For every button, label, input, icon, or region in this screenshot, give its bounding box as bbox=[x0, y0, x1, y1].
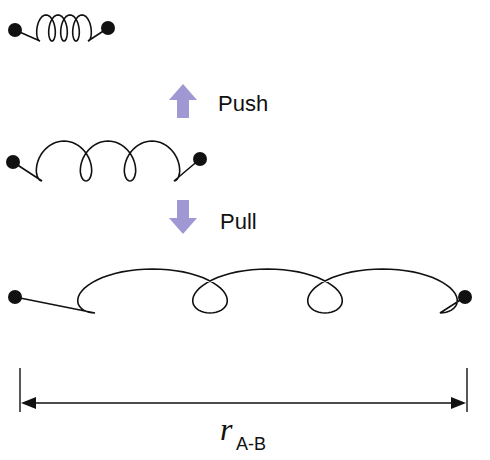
dimension-tick bbox=[466, 368, 467, 412]
atom-dot bbox=[458, 290, 472, 304]
atom-dot bbox=[8, 290, 22, 304]
dimension-arrowhead bbox=[451, 397, 466, 409]
dimension-line bbox=[30, 402, 457, 403]
spring-coil bbox=[13, 141, 200, 181]
atom-dot bbox=[193, 152, 207, 166]
distance-subscript: A-B bbox=[236, 434, 266, 455]
atom-dot bbox=[6, 155, 20, 169]
distance-symbol: r bbox=[220, 411, 232, 448]
atom-dot bbox=[8, 23, 22, 37]
dimension-tick bbox=[19, 368, 20, 412]
pull-arrow bbox=[169, 200, 197, 234]
dimension-arrowhead bbox=[21, 397, 36, 409]
spring-coil bbox=[15, 15, 108, 41]
action-label: Pull bbox=[220, 209, 257, 235]
action-label: Push bbox=[218, 91, 268, 117]
atom-dot bbox=[101, 21, 115, 35]
push-arrow bbox=[169, 84, 197, 118]
spring-coil bbox=[15, 269, 465, 313]
